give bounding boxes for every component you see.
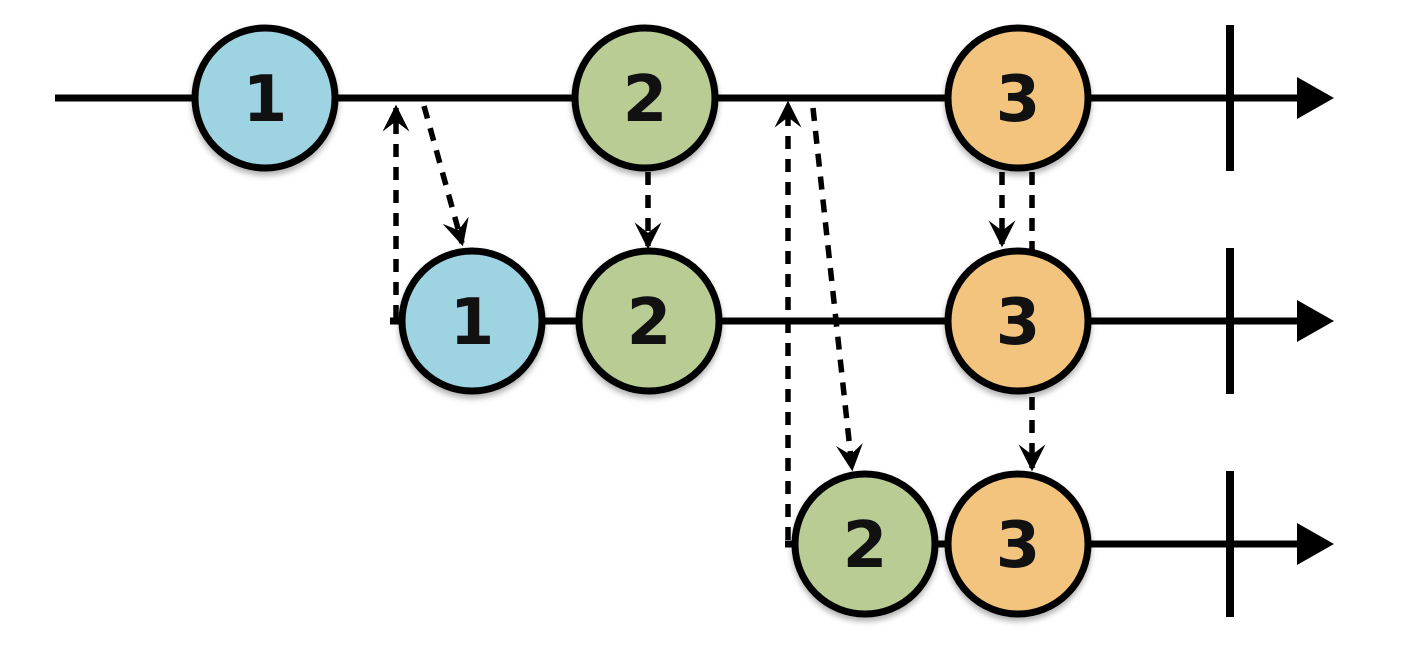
timeline-bottom-event-2 <box>791 470 939 618</box>
timeline-middle-event-3 <box>944 247 1092 395</box>
timeline-middle-event-2 <box>575 247 723 395</box>
timeline-top-event-3 <box>944 24 1092 172</box>
connectors-layer <box>382 100 1046 540</box>
timeline-middle-event-label: 1 <box>450 286 495 360</box>
deliver-down-arrow-3 <box>810 107 863 472</box>
timeline-top-event-1 <box>191 24 339 172</box>
timeline-middle-event-label: 2 <box>627 286 672 360</box>
timeline-top-event-label: 1 <box>243 63 288 137</box>
timeline-top-event-label: 3 <box>996 63 1041 137</box>
deliver-down-arrow-1 <box>421 105 469 247</box>
timeline-middle-event-label: 3 <box>996 286 1041 360</box>
timeline-bottom-event-label: 3 <box>996 509 1041 583</box>
timeline-middle-event-1 <box>398 247 546 395</box>
timeline-bottom-event-label: 2 <box>843 509 888 583</box>
timeline-middle-arrowhead-icon <box>1297 300 1334 342</box>
timeline-top-event-2 <box>571 24 719 172</box>
events-layer: 1 2 3 1 2 3 2 3 <box>191 24 1092 618</box>
timeline-bottom-event-3 <box>944 470 1092 618</box>
timeline-bottom-arrowhead-icon <box>1297 523 1334 565</box>
timeline-top-arrowhead-icon <box>1297 77 1334 119</box>
timeline-top-event-label: 2 <box>623 63 668 137</box>
